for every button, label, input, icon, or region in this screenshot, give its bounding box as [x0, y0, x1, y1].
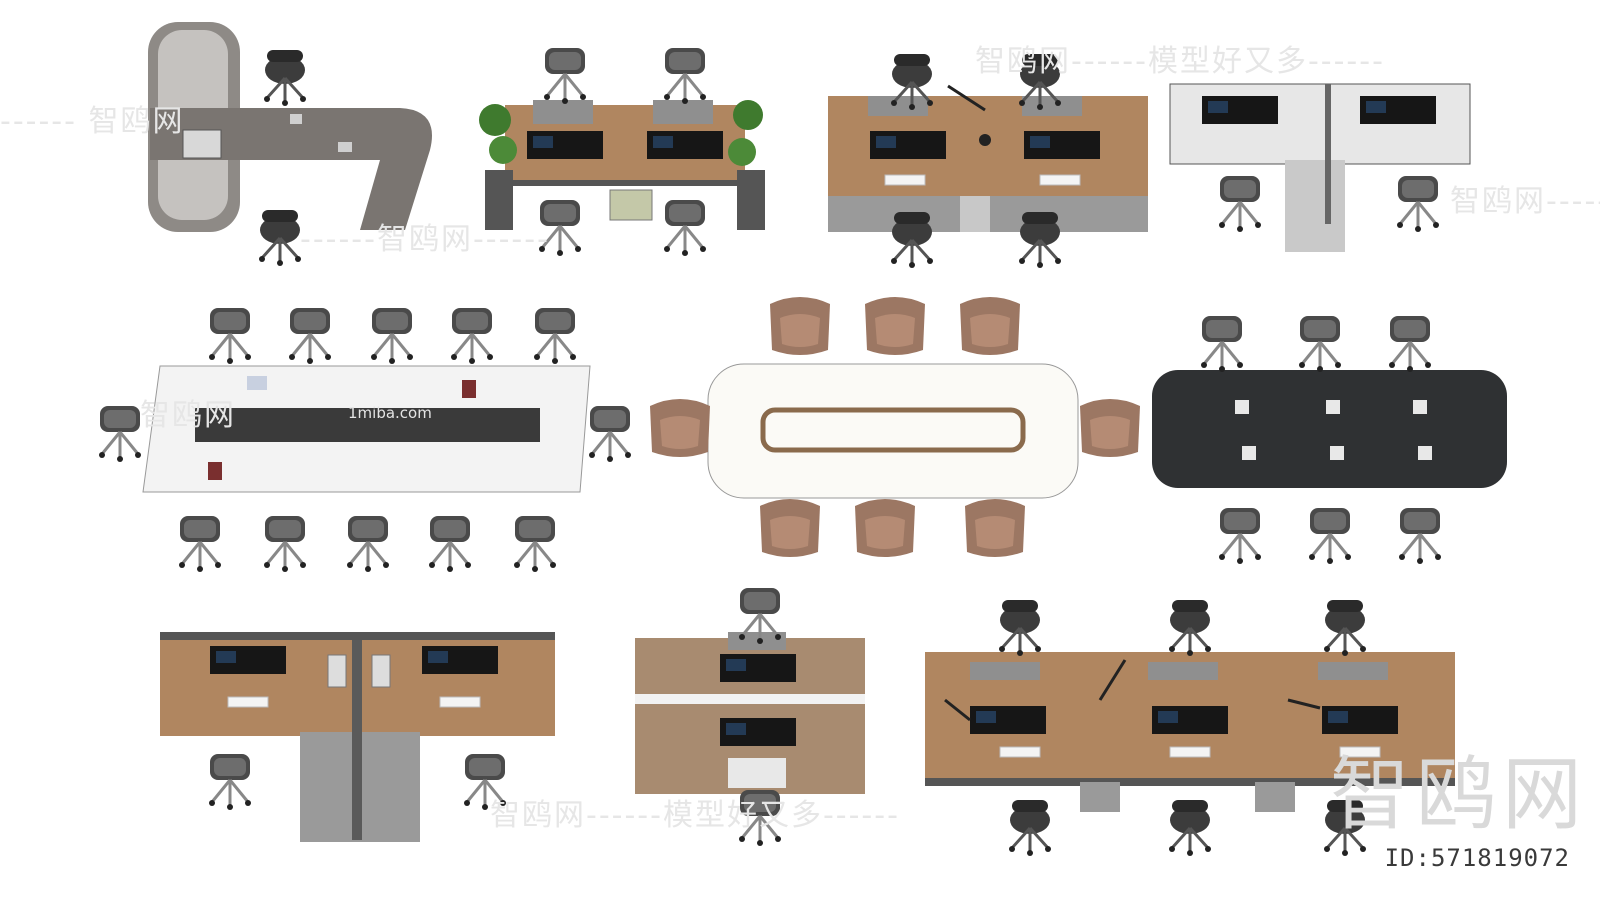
- model-id-label: ID:571819072: [1384, 844, 1570, 872]
- black-conference-table: [1152, 314, 1507, 566]
- wood-bench-six-seat: [925, 598, 1455, 858]
- wood-l-workstation: [160, 632, 555, 842]
- double-workstation-plants: [479, 46, 765, 258]
- wood-bench-four-seat: [828, 52, 1148, 270]
- wood-double-desk: [635, 586, 865, 848]
- white-l-cubicles: [1169, 83, 1471, 252]
- round-edge-table-tan-chairs: [650, 297, 1140, 557]
- white-conference-table: [97, 306, 633, 574]
- executive-desk: [148, 22, 432, 268]
